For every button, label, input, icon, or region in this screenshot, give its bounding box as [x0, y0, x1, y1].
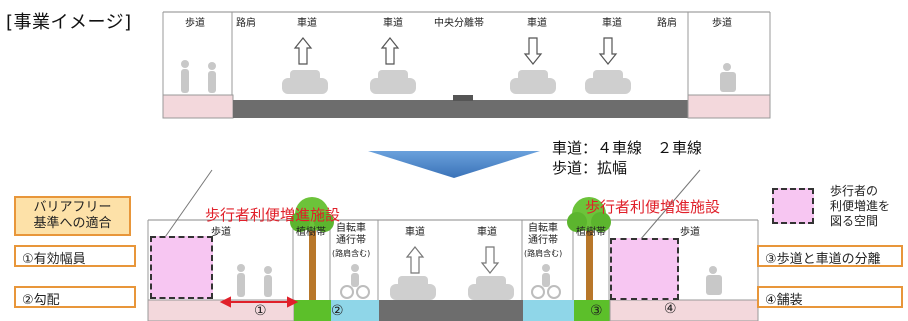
transition-arrow: [368, 151, 540, 178]
bottom-label-bike-right: 自転車 通行帯: [528, 223, 558, 246]
tree-left: [290, 197, 334, 300]
legend-swatch: [772, 188, 814, 224]
separation-box: ③歩道と車道の分離: [757, 245, 903, 267]
bottom-road: [379, 300, 523, 321]
top-label-shoulder-right: 路肩: [657, 18, 677, 29]
marker-2: ②: [331, 303, 344, 319]
bottom-label-tree-left: 植樹帯: [296, 227, 326, 238]
bottom-label-sidewalk-right: 歩道: [680, 227, 700, 238]
marker-1: ①: [254, 303, 267, 319]
top-sidewalk-left: [162, 94, 234, 119]
bottom-sidewalk-right: [609, 299, 759, 321]
tree-right: [567, 197, 611, 300]
sidewalk-change-note: 歩道：拡幅: [552, 159, 628, 177]
effective-width-box: ①有効幅員: [14, 245, 136, 267]
top-label-median: 中央分離帯: [434, 18, 484, 29]
tree-strip-right: [574, 300, 610, 321]
bottom-label-bike-left-note: (路肩含む): [332, 249, 371, 258]
top-label-shoulder-left: 路肩: [236, 18, 256, 29]
barrier-free-box: バリアフリー 基準への適合: [14, 196, 131, 236]
page-title: [事業イメージ]: [6, 12, 132, 33]
bottom-label-bike-left: 自転車 通行帯: [336, 223, 366, 246]
bottom-label-tree-right: 植樹帯: [576, 227, 606, 238]
top-label-road-2: 車道: [383, 18, 403, 29]
bottom-label-road-right: 車道: [477, 227, 497, 238]
facility-label-right: 歩行者利便増進施設: [585, 198, 721, 216]
bike-lane-left: [331, 300, 379, 321]
top-label-sidewalk-left: 歩道: [185, 18, 205, 29]
facility-zone-right: [610, 238, 679, 300]
pavement-box: ④舗装: [757, 286, 903, 308]
top-road: [233, 100, 689, 118]
lane-change-note: 車道：４車線 ２車線: [552, 139, 703, 157]
legend-text: 歩行者の 利便増進を 図る空間: [830, 184, 891, 228]
bike-lane-right: [523, 300, 574, 321]
slope-box: ②勾配: [14, 286, 136, 308]
facility-zone-left: [150, 236, 213, 299]
marker-4: ④: [664, 301, 677, 317]
bottom-label-sidewalk-left: 歩道: [211, 227, 231, 238]
bottom-sidewalk-left: [147, 299, 295, 321]
top-label-road-1: 車道: [297, 18, 317, 29]
top-label-road-4: 車道: [602, 18, 622, 29]
top-median: [453, 95, 473, 101]
top-sidewalk-right: [687, 94, 771, 119]
marker-3: ③: [590, 303, 603, 319]
bottom-label-road-left: 車道: [405, 227, 425, 238]
top-label-sidewalk-right: 歩道: [712, 18, 732, 29]
top-label-road-3: 車道: [527, 18, 547, 29]
bottom-label-bike-right-note: (路肩含む): [524, 249, 563, 258]
facility-label-left: 歩行者利便増進施設: [205, 206, 341, 224]
tree-strip-left: [294, 300, 331, 321]
